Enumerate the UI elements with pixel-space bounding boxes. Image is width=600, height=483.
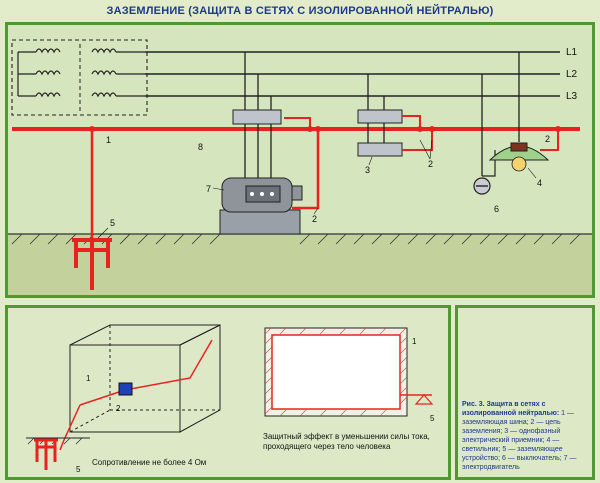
- room-callout-2: 2: [116, 404, 121, 413]
- callout-8: 8: [198, 142, 203, 152]
- callout-2-lamp: 2: [545, 134, 550, 144]
- callout-5: 5: [110, 218, 115, 228]
- bus-node: [89, 126, 95, 132]
- caption-heading: Рис. 3. Защита в сетях с изолированной н…: [462, 401, 560, 417]
- phase-lines: [145, 51, 560, 97]
- room-device: [118, 382, 133, 396]
- enclosure-inner-loop: [271, 334, 401, 410]
- ground-soil: [8, 234, 592, 295]
- page-title: ЗАЗЕМЛЕНИЕ (ЗАЩИТА В СЕТЯХ С ИЗОЛИРОВАНН…: [106, 5, 494, 17]
- enclosure-hatch: [264, 327, 408, 417]
- callout-2-receiver: 2: [428, 159, 433, 169]
- switch-ground-wire: [284, 117, 311, 129]
- caption-panel: [455, 305, 595, 480]
- room-callout-1: 1: [86, 374, 91, 383]
- resistance-note: Сопротивление не более 4 Ом: [92, 458, 207, 467]
- room-box: [69, 324, 221, 433]
- enclosure-callout-5: 5: [430, 414, 435, 423]
- room-callout-5: 5: [76, 465, 81, 474]
- label-l1: L1: [566, 47, 578, 58]
- enclosure-callout-1: 1: [412, 337, 417, 346]
- callout-1: 1: [106, 135, 111, 145]
- earth-electrode: [72, 238, 112, 290]
- motor-assembly: [219, 52, 303, 235]
- figure-caption: Рис. 3. Защита в сетях с изолированной н…: [462, 400, 590, 472]
- room-grounding-loop: [79, 339, 213, 406]
- single-phase-receiver: [357, 74, 403, 157]
- protective-effect-note: Защитный эффект в уменьшении силы тока, …: [263, 432, 430, 451]
- callout-4: 4: [537, 178, 542, 188]
- transformer-windings: [17, 48, 145, 98]
- callout-6: 6: [494, 204, 499, 214]
- ground-hatching: [11, 233, 581, 245]
- label-l2: L2: [566, 69, 578, 80]
- caption-body: 1 — заземляющая шина; 2 — цепь заземлени…: [462, 410, 577, 471]
- callout-3: 3: [365, 165, 370, 175]
- lamp-4: [488, 142, 550, 172]
- callout-2-motor: 2: [312, 214, 317, 224]
- motor-switch: [232, 109, 282, 125]
- callout-7: 7: [206, 184, 211, 194]
- label-l3: L3: [566, 91, 578, 102]
- motor-foundation: [219, 209, 301, 235]
- room-earth-electrode: [34, 438, 58, 470]
